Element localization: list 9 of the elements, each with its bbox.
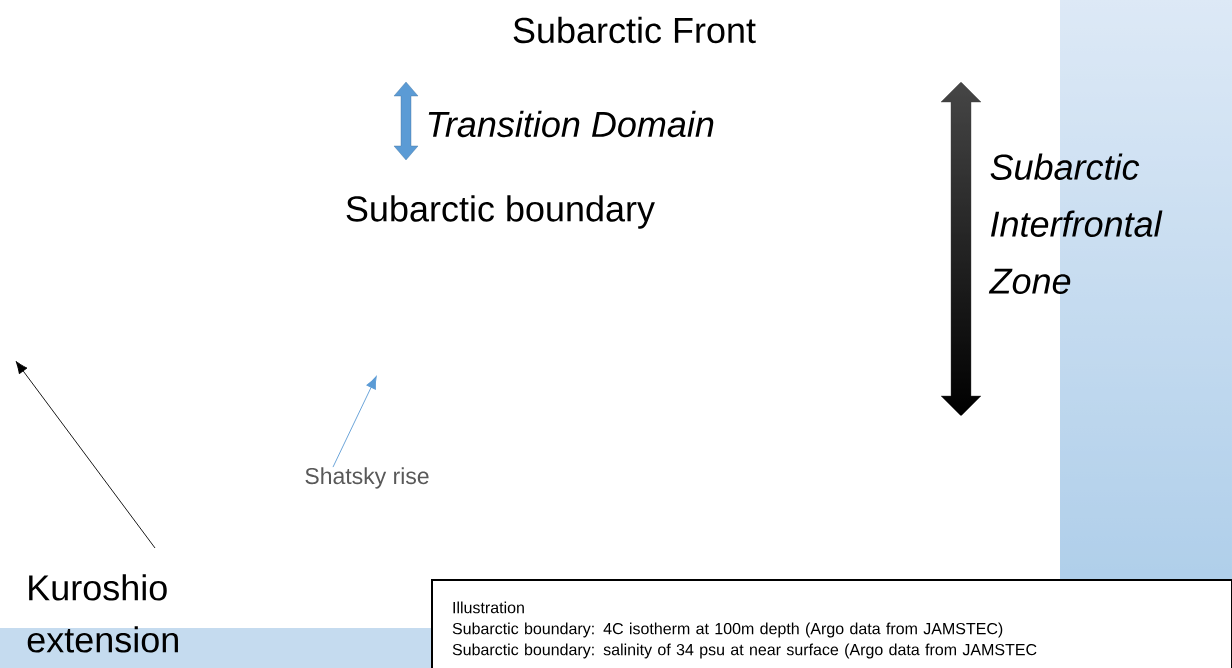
- leader-arrow: [15, 360, 156, 549]
- note-box: Illustration Subarctic boundary: 4C isotherm at 100m depth (Argo data from JAMSTEC) Subarctic boundary: salinity of 34 psu at near surface (Argo data from JAMSTEC: [431, 579, 1232, 668]
- zone-label: Subarctic Interfrontal Zone: [988, 153, 1163, 294]
- boundary-label: Subarctic boundary: [346, 195, 655, 229]
- place-label: Shatsky rise: [305, 467, 429, 489]
- front-label: Subarctic Front: [513, 16, 756, 44]
- current-label: Kuroshio extension: [27, 574, 178, 653]
- zone-label: Transition Domain: [428, 110, 714, 138]
- leader-arrow: [332, 376, 377, 468]
